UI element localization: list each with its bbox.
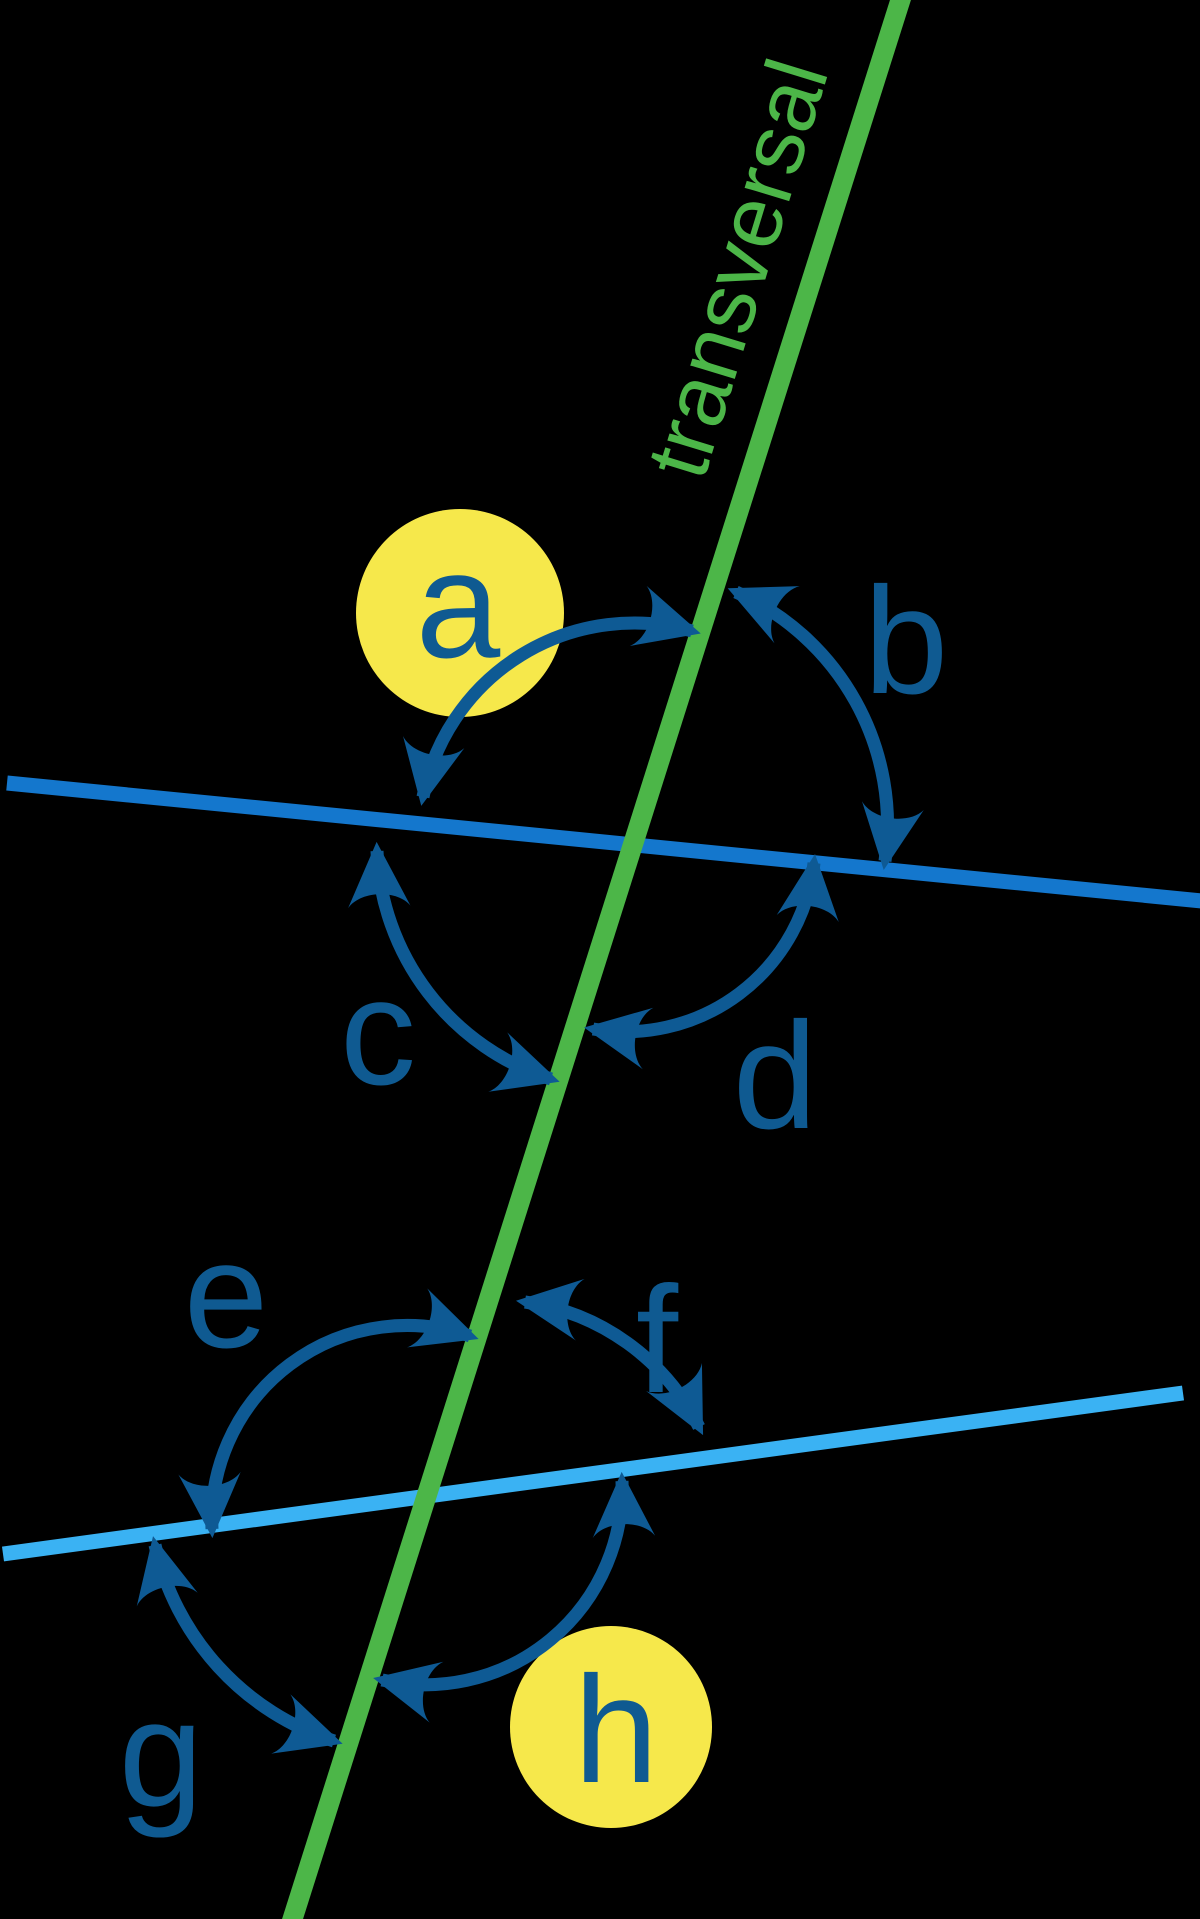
angle-b-arc — [727, 586, 924, 871]
parallel-line-2 — [1, 1385, 1185, 1562]
parallel-line-1 — [6, 775, 1200, 909]
angle-a-arc — [403, 585, 701, 806]
angle-c-arc — [348, 841, 560, 1092]
angle-f-label: f — [636, 1255, 679, 1425]
angle-f-arc — [515, 1278, 705, 1436]
angle-g-label: g — [119, 1669, 204, 1839]
angle-c-label: c — [340, 947, 416, 1117]
angle-d-arc — [584, 853, 839, 1070]
angle-a-label: a — [416, 520, 501, 690]
angle-h-arc — [373, 1471, 656, 1723]
angle-b-label: b — [864, 556, 949, 726]
angle-h-label: h — [574, 1645, 659, 1815]
angle-g-arc — [136, 1536, 343, 1754]
angle-d-label: d — [733, 991, 818, 1161]
angle-e-label: e — [184, 1210, 269, 1380]
angle-e-arc — [178, 1288, 479, 1539]
